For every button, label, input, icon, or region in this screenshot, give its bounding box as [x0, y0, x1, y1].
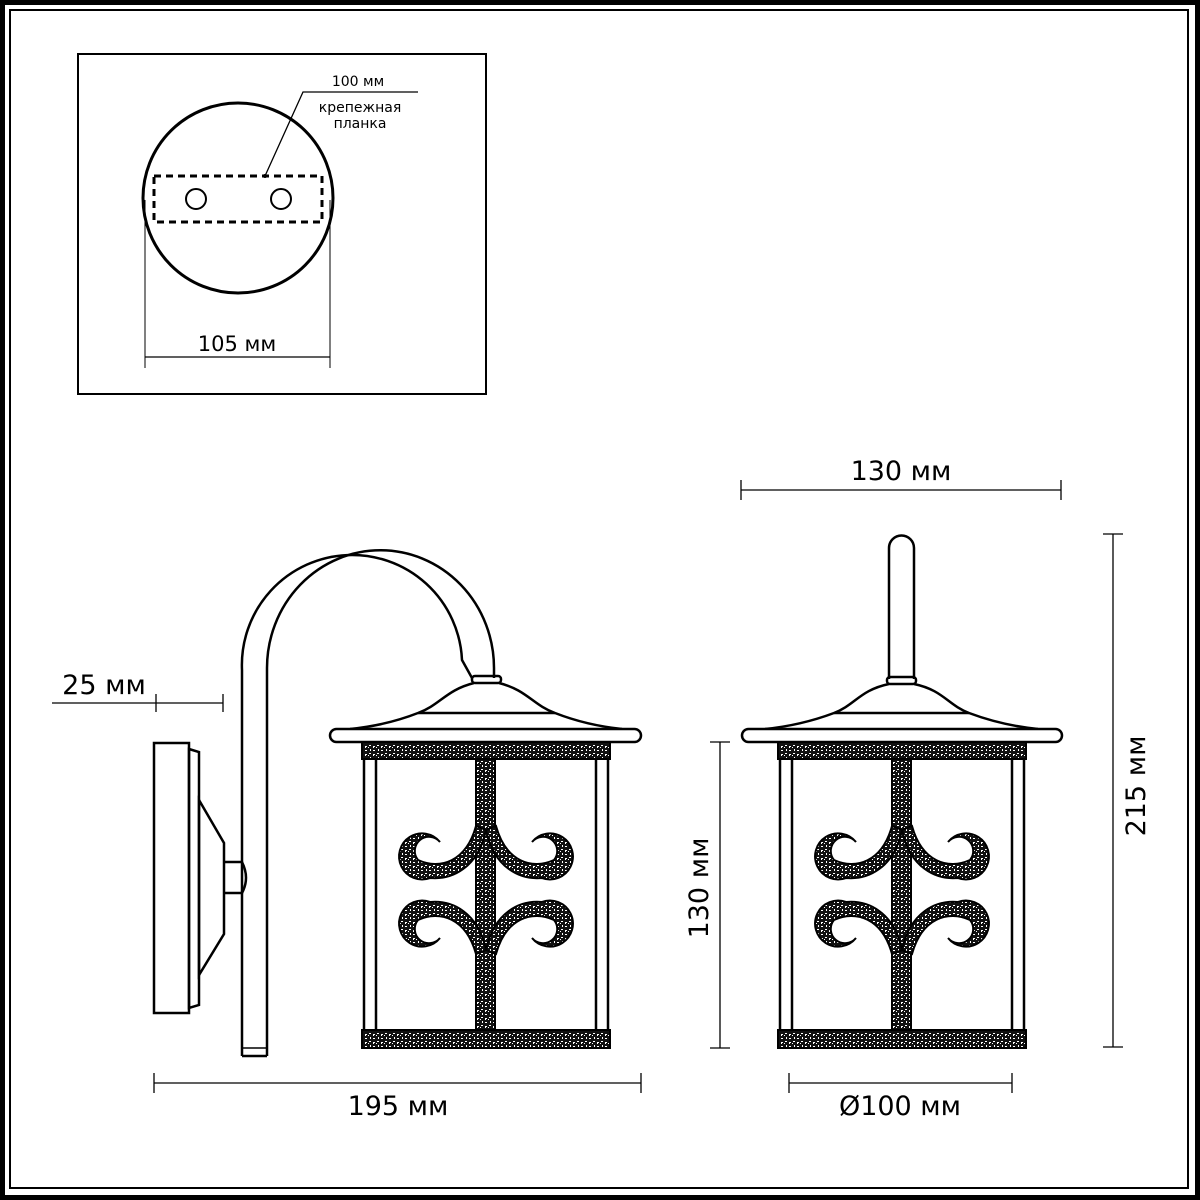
base-circle — [141, 101, 335, 295]
roof-brim — [328, 727, 643, 744]
top-band — [361, 741, 611, 760]
inner-frame — [9, 9, 1189, 1189]
wall-offset-label: 25 мм — [62, 670, 146, 701]
shade-height-label: 130 мм — [684, 838, 715, 939]
arm-inner-curve — [265, 549, 496, 1056]
wall-plate — [152, 741, 191, 1015]
bottom-band — [777, 1029, 1027, 1049]
screw-hole-right — [270, 188, 292, 210]
top-band — [777, 741, 1027, 760]
plate-label-line2: планка — [334, 116, 387, 132]
total-depth-label: 195 мм — [348, 1091, 449, 1122]
plate-dimension-label: 100 мм — [332, 74, 384, 90]
finial-stem — [887, 534, 916, 679]
screw-hole-left — [185, 188, 207, 210]
side-view-ornament — [361, 741, 611, 1049]
finial-collar — [885, 675, 918, 686]
wall-plate-edge — [187, 747, 201, 1010]
center-bar — [475, 758, 496, 1031]
roof-brim — [740, 727, 1064, 744]
plate-label-line1: крепежная — [319, 100, 402, 116]
arm-outer — [240, 553, 474, 1056]
center-bar — [891, 758, 912, 1031]
shade-diameter-label: Ø100 мм — [839, 1091, 961, 1122]
leader-line — [264, 91, 418, 177]
front-view-ornament — [777, 741, 1027, 1049]
roof-width-label: 130 мм — [851, 456, 952, 487]
mount-plate-view — [77, 53, 487, 395]
base-diameter-label: 105 мм — [198, 332, 276, 356]
mount-plate-box — [77, 53, 487, 395]
front-view — [710, 480, 1123, 1093]
side-view — [52, 549, 643, 1093]
mounting-bar-dashed — [152, 174, 324, 224]
total-height-label: 215 мм — [1121, 736, 1152, 837]
bottom-band — [361, 1029, 611, 1049]
wall-plate-boss — [197, 795, 226, 980]
